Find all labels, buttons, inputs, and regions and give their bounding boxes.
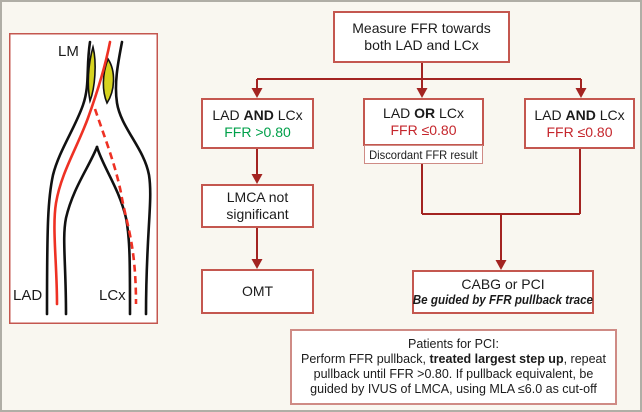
plaque-right	[102, 57, 115, 105]
measure-ffr-line2: both LAD and LCx	[364, 37, 479, 53]
ffr-value: FFR ≤0.80	[390, 122, 457, 138]
measure-ffr-box: Measure FFR towards both LAD and LCx	[333, 11, 510, 63]
ffr-wire-lcx-dashed	[93, 108, 138, 305]
patients-title: Patients for PCI:	[407, 336, 499, 351]
lm-lad-outer-wall	[45, 40, 92, 316]
vessels-line: LAD AND LCx	[212, 106, 303, 123]
ffr-wire-lad-solid	[53, 40, 112, 306]
ffr-value: FFR >0.80	[224, 123, 291, 140]
patients-line4: guided by IVUS of LMCA, using MLA ≤6.0 a…	[310, 382, 597, 397]
omt-label: OMT	[241, 283, 274, 300]
arrowhead	[416, 88, 428, 98]
omt-box: OMT	[201, 269, 314, 314]
lcx-inner-wall	[95, 145, 132, 316]
vessels-line: LAD AND LCx	[534, 106, 625, 123]
lad-or-lcx-box: LAD OR LCx FFR ≤0.80	[363, 98, 484, 146]
arrowhead	[251, 174, 263, 184]
lad-label: LAD	[13, 287, 42, 304]
lm-lcx-outer-wall	[114, 40, 152, 316]
arrowhead	[495, 260, 507, 270]
lmca-line2: significant	[226, 206, 289, 222]
patients-line3: pullback until FFR >0.80. If pullback eq…	[313, 367, 594, 381]
cabg-pci-box: CABG or PCI Be guided by FFR pullback tr…	[412, 270, 594, 314]
lad-and-lcx-above-box: LAD AND LCx FFR >0.80	[201, 98, 314, 149]
plaque-left	[87, 43, 96, 104]
coronary-anatomy-illustration: LM LAD LCx	[9, 33, 158, 324]
lad-and-lcx-below-box: LAD AND LCx FFR ≤0.80	[524, 98, 635, 149]
ffr-value: FFR ≤0.80	[546, 123, 613, 140]
measure-ffr-line1: Measure FFR towards	[352, 20, 491, 37]
anatomy-panel-frame	[9, 33, 158, 324]
lmca-not-significant-box: LMCA not significant	[201, 184, 314, 228]
arrowhead	[251, 88, 263, 98]
lcx-label: LCx	[99, 287, 126, 304]
arrowhead	[575, 88, 587, 98]
arrowhead	[251, 259, 263, 269]
patients-for-pci-box: Patients for PCI: Perform FFR pullback, …	[290, 329, 617, 405]
cabg-line2: Be guided by FFR pullback trace	[412, 292, 594, 307]
lad-inner-wall	[62, 145, 99, 316]
discordant-note-box: Discordant FFR result	[364, 145, 483, 164]
vessels-line: LAD OR LCx	[383, 105, 464, 122]
lm-label: LM	[58, 43, 79, 60]
cabg-line1: CABG or PCI	[461, 276, 545, 293]
lmca-line1: LMCA not	[226, 189, 289, 206]
patients-line2: Perform FFR pullback, treated largest st…	[301, 351, 606, 366]
discordant-note: Discordant FFR result	[369, 147, 478, 162]
